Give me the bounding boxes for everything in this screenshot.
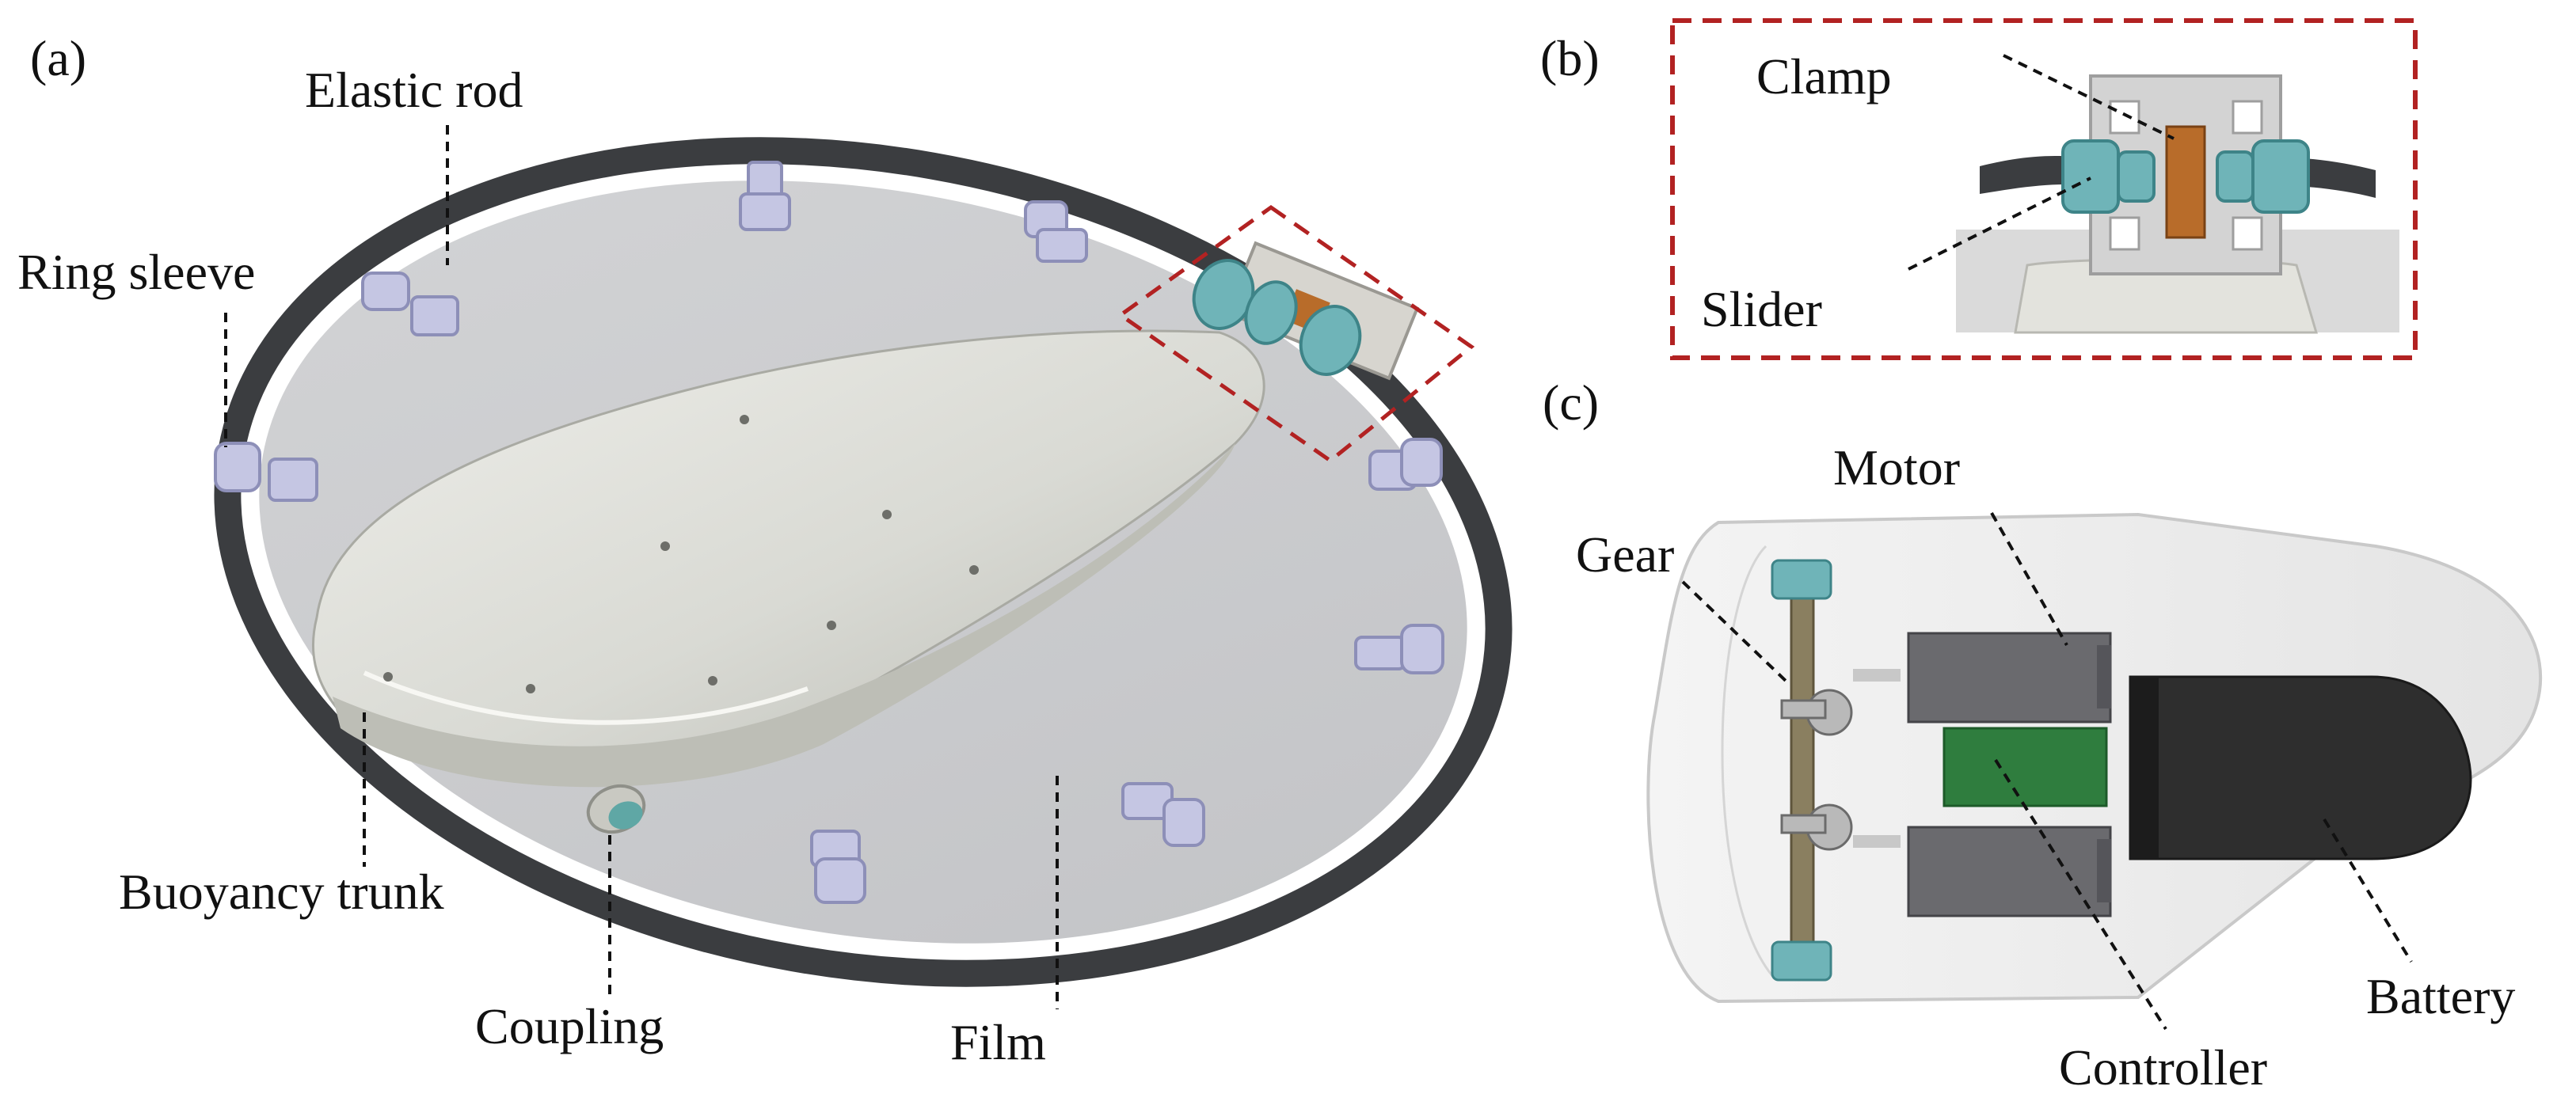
label-buoyancy-trunk: Buoyancy trunk — [119, 864, 444, 920]
hull-shell-c-inner — [1721, 545, 1775, 978]
leader-battery — [2323, 818, 2413, 963]
coupling-icon — [586, 784, 646, 834]
highlight-box-b — [1670, 18, 2418, 360]
leader-clamp — [2003, 54, 2175, 140]
trunk-side-band — [333, 443, 1235, 788]
trunk-holes — [383, 415, 979, 693]
slider-clamp-assembly — [1192, 241, 1420, 381]
battery-band — [2130, 677, 2159, 859]
battery-icon — [2129, 675, 2472, 860]
label-film: Film — [950, 1014, 1046, 1070]
label-coupling: Coupling — [475, 998, 664, 1054]
ring-sleeve-icon — [1024, 200, 1088, 263]
panel-b-tag: (b) — [1540, 30, 1600, 86]
label-slider: Slider — [1701, 281, 1822, 337]
drive-shafts — [1771, 559, 1832, 982]
ring-sleeves — [214, 161, 1444, 904]
panel-c: (c) Motor Gear Battery — [1543, 374, 2542, 1096]
leader-gear — [1681, 580, 1787, 682]
label-motor: Motor — [1833, 439, 1960, 496]
clamp-core — [2165, 125, 2206, 239]
ring-sleeve-icon — [810, 830, 866, 904]
ring-sleeve-icon — [1354, 624, 1444, 674]
label-gear: Gear — [1576, 526, 1674, 583]
wheel-top — [1771, 559, 1832, 600]
ring-sleeve-icon — [739, 161, 791, 231]
leader-motor — [1990, 512, 2068, 646]
trunk-edge-highlight — [363, 670, 809, 725]
motor-icon — [1853, 632, 2112, 917]
wheel-bottom — [1771, 940, 1832, 982]
highlight-box-a — [1117, 204, 1475, 464]
controller-icon — [1942, 727, 2108, 807]
label-ring-sleeve: Ring sleeve — [17, 244, 255, 300]
panel-b: (b) Clamp Slider — [1540, 18, 2418, 360]
ring-sleeve-icon — [1121, 782, 1205, 847]
detail-view — [1956, 74, 2399, 334]
panel-a: (a) — [17, 30, 1512, 1070]
ring-sleeve-icon — [361, 272, 459, 336]
slider-icon — [2061, 139, 2310, 214]
label-clamp: Clamp — [1756, 48, 1892, 104]
panel-a-tag: (a) — [30, 30, 86, 86]
leader-slider — [1908, 177, 2091, 271]
label-elastic-rod: Elastic rod — [305, 62, 523, 118]
label-controller: Controller — [2059, 1039, 2267, 1096]
label-battery: Battery — [2366, 968, 2515, 1024]
ring-sleeve-icon — [214, 442, 318, 502]
panel-c-tag: (c) — [1543, 374, 1599, 431]
gear-icon — [1780, 689, 1853, 851]
ring-sleeve-icon — [1368, 438, 1443, 491]
leader-controller — [1994, 758, 2167, 1031]
